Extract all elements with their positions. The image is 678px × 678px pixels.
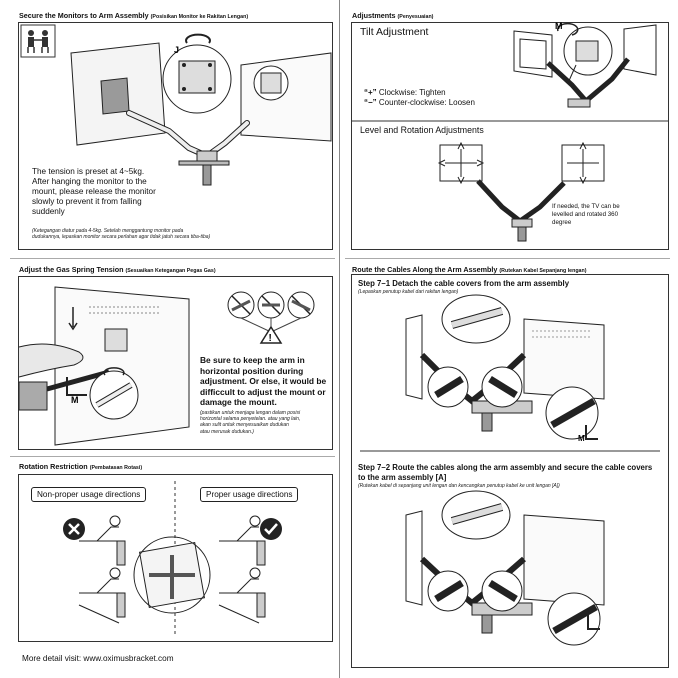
rotation-illustration-panel [18,474,333,642]
label-m: M [71,395,79,405]
section-divider [345,258,670,259]
step1-title: Step 7–1 Detach the cable covers from th… [358,279,570,288]
section-heading-rotation: Rotation Restriction (Pembatasan Rotasi) [19,462,143,471]
step2-note: (Rutekan kabel di sepanjang unit lengan … [358,483,560,489]
step1-note: (Lepaskan penutup kabel dari rakitan len… [358,289,459,295]
secure-note: (Ketegangan diatur pada 4-5kg. Setelah m… [32,228,211,241]
svg-text:!: ! [269,333,272,344]
tilt-title: Tilt Adjustment [360,26,429,38]
gas-illustration: M ! [19,277,332,449]
proper-label: Proper usage directions [200,487,299,502]
section-divider [10,456,335,457]
gas-note: (pastikan untuk menjaga lengan dalam pos… [200,410,301,435]
section-divider [10,258,335,259]
step2-title: Step 7–2 Route the cables along the arm … [358,463,653,482]
secure-instructions: The tension is preset at 4~5kg. After ha… [32,167,156,216]
rotation-illustration [63,475,282,641]
non-proper-label: Non-proper usage directions [31,487,147,502]
secure-illustration: J [19,23,332,249]
level-title: Level and Rotation Adjustments [360,125,484,135]
section-heading-route: Route the Cables Along the Arm Assembly … [352,265,587,274]
tilt-legend: “+” Clockwise: Tighten “−” Counter-clock… [364,88,475,107]
adjustments-illustration: M [352,21,668,249]
route-illustration: M [352,275,668,667]
section-heading-gas: Adjust the Gas Spring Tension (Sesuaikan… [19,265,216,274]
section-heading-secure: Secure the Monitors to Arm Assembly (Pos… [19,11,249,20]
gas-instructions: Be sure to keep the arm in horizontal po… [200,355,327,407]
label-m: M [555,21,563,31]
route-panel: M [351,274,669,668]
adjustments-panel: M [351,21,669,250]
level-note: If needed, the TV can be levelled and ro… [552,203,620,226]
column-divider [339,0,340,678]
gas-illustration-panel: M ! [18,276,333,450]
section-heading-adjustments: Adjustments (Penyesuaian) [352,11,434,20]
footer-link: More detail visit: www.oximusbracket.com [22,654,174,663]
secure-illustration-panel: J [18,22,333,250]
label-m: M [578,434,585,443]
label-j: J [174,45,179,55]
